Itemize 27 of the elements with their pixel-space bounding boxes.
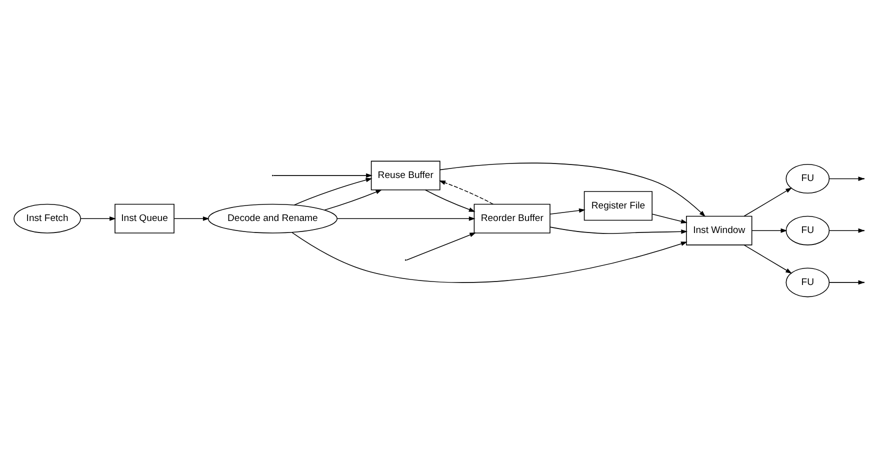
arrow <box>406 232 476 260</box>
node-box: Reuse Buffer <box>370 160 440 190</box>
node-box: Inst Window <box>686 215 752 245</box>
arrow <box>439 180 494 204</box>
node-ellipse: Decode and Rename <box>208 203 338 233</box>
node-ellipse: FU <box>786 215 830 245</box>
arrow <box>292 232 688 282</box>
arrow <box>550 208 586 214</box>
node-box: Inst Queue <box>114 203 174 233</box>
arrow <box>652 213 688 224</box>
arrow <box>752 228 788 232</box>
arrow <box>828 228 865 232</box>
arrow <box>174 216 210 220</box>
node-box: Register File <box>584 190 652 220</box>
arrow <box>294 172 372 205</box>
arrow <box>425 189 476 212</box>
arrow <box>440 162 706 216</box>
arrow <box>324 189 382 210</box>
arrow <box>550 226 688 234</box>
arrow <box>336 216 476 220</box>
arrow <box>744 244 792 274</box>
node-box: Reorder Buffer <box>474 203 550 233</box>
arrow <box>828 176 865 180</box>
arrow <box>273 172 372 182</box>
arrow <box>80 216 116 220</box>
node-ellipse: Inst Fetch <box>14 203 81 233</box>
arrow <box>744 187 792 216</box>
